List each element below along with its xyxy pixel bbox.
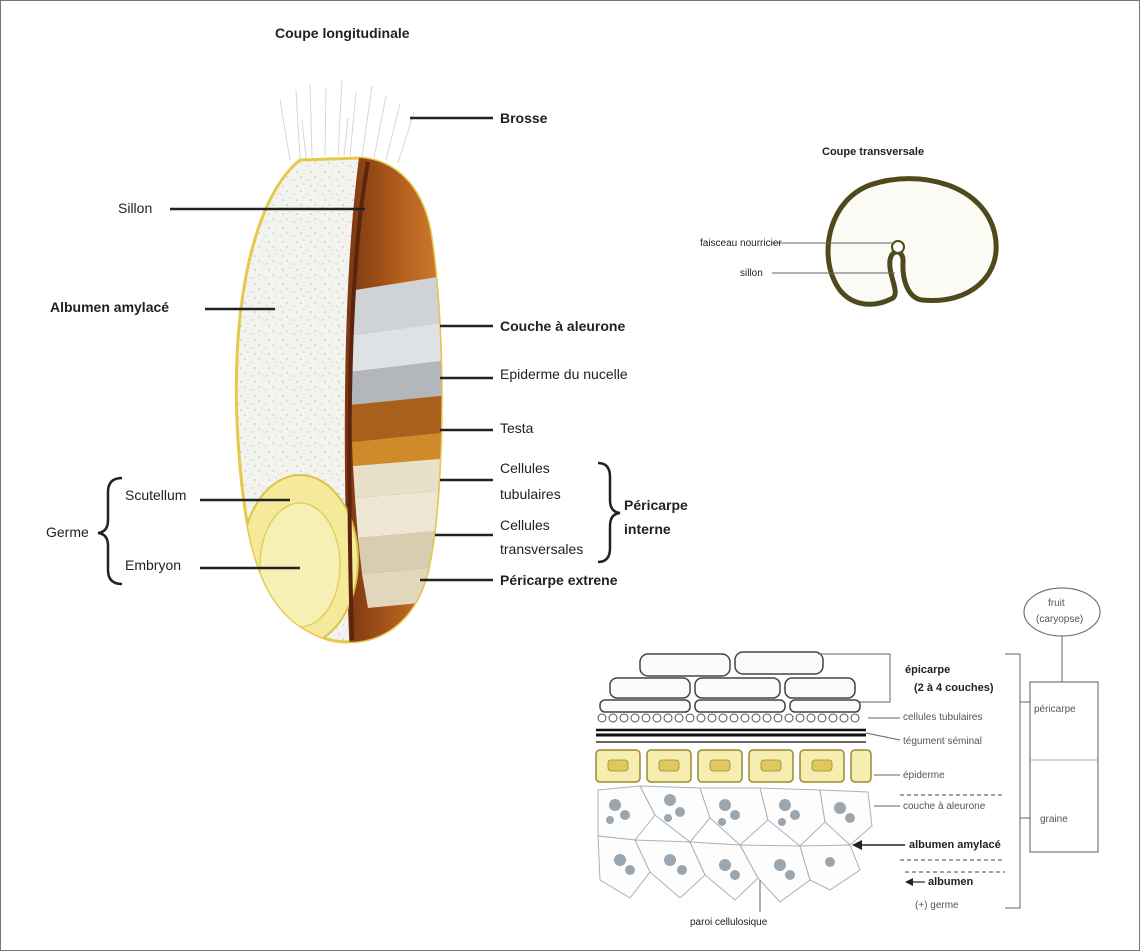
label-faisceau-nourricier: faisceau nourricier [700, 238, 782, 249]
label-pericarpe-externe: Péricarpe extrene [500, 572, 618, 588]
label-brosse: Brosse [500, 110, 548, 126]
label-fruit-2: (caryopse) [1036, 614, 1083, 625]
longitudinal-grain [236, 150, 460, 660]
tissue-detail [596, 652, 872, 902]
label-couche-aleurone: Couche à aleurone [500, 318, 625, 334]
label-epiderme: épiderme [903, 770, 945, 781]
label-cellules-tubulaires-2: tubulaires [500, 486, 561, 502]
pericarpe-bracket [598, 463, 620, 562]
label-cellules-tubulaires: cellules tubulaires [903, 712, 983, 723]
germ-embryo [260, 503, 340, 627]
aleurone-cells [596, 750, 871, 782]
label-tegument-seminal: tégument séminal [903, 736, 982, 747]
label-albumen-amylace-detail: albumen amylacé [909, 839, 1001, 851]
label-pericarpe: péricarpe [1034, 704, 1076, 715]
label-pericarpe-interne-2: interne [624, 521, 671, 537]
label-epiderme-nucelle: Epiderme du nucelle [500, 366, 628, 382]
label-graine: graine [1040, 814, 1068, 825]
label-sillon-transversal: sillon [740, 268, 763, 279]
starch-cells [598, 786, 872, 902]
longitudinal-title: Coupe longitudinale [275, 25, 410, 41]
germe-bracket [98, 478, 122, 584]
label-testa: Testa [500, 420, 534, 436]
label-germe-detail: (+) germe [915, 900, 959, 911]
label-albumen-amylace: Albumen amylacé [50, 299, 169, 315]
layer-bands [351, 275, 450, 608]
faisceau-nourricier [892, 241, 904, 253]
label-couche-aleurone-detail: couche à aleurone [903, 801, 986, 812]
cross-section-outline [828, 179, 996, 305]
fruit-oval [1024, 588, 1100, 636]
label-germe: Germe [46, 524, 89, 540]
transversal-title: Coupe transversale [822, 146, 924, 158]
label-embryon: Embryon [125, 557, 181, 573]
label-fruit-1: fruit [1048, 598, 1065, 609]
label-cellules-transversales-2: transversales [500, 541, 583, 557]
label-cellules-transversales-1: Cellules [500, 517, 550, 533]
label-epicarpe-2: (2 à 4 couches) [914, 682, 994, 694]
brush-hairs [280, 80, 414, 163]
label-cellules-tubulaires-1: Cellules [500, 460, 550, 476]
tubular-cells [598, 714, 859, 722]
label-pericarpe-interne-1: Péricarpe [624, 497, 688, 513]
label-albumen: albumen [928, 876, 974, 888]
label-paroi-cellulosique: paroi cellulosique [690, 917, 768, 928]
label-scutellum: Scutellum [125, 487, 186, 503]
label-epicarpe-1: épicarpe [905, 664, 950, 676]
label-sillon: Sillon [118, 200, 152, 216]
